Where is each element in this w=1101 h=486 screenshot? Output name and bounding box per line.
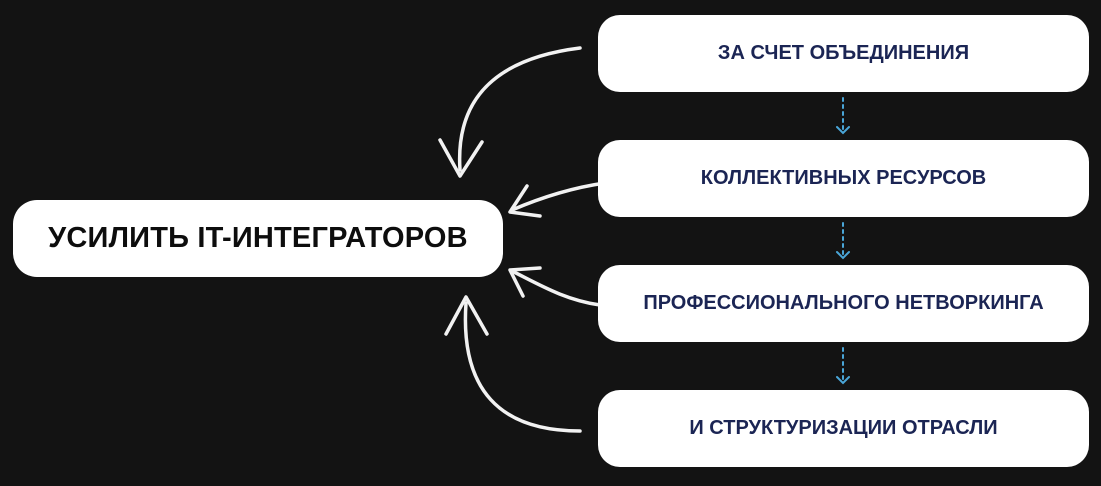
step-label-2: КОЛЛЕКТИВНЫХ РЕСУРСОВ <box>700 167 987 189</box>
flow-arrow-3-4 <box>836 347 850 385</box>
step-label-1: ЗА СЧЕТ ОБЪЕДИНЕНИЯ <box>717 42 970 64</box>
arrow-step3-to-main <box>508 266 602 307</box>
arrow-step2-to-main <box>508 181 607 218</box>
step-box-3: ПРОФЕССИОНАЛЬНОГО НЕТВОРКИНГА <box>598 265 1089 342</box>
main-goal-label: УСИЛИТЬ IT-ИНТЕГРАТОРОВ <box>48 222 468 254</box>
step-label-3: ПРОФЕССИОНАЛЬНОГО НЕТВОРКИНГА <box>643 292 1044 314</box>
step-label-4: И СТРУКТУРИЗАЦИИ ОТРАСЛИ <box>689 417 998 439</box>
arrow-step1-to-main <box>438 46 582 178</box>
arrow-step4-to-main <box>444 295 582 433</box>
main-goal-box: УСИЛИТЬ IT-ИНТЕГРАТОРОВ <box>13 200 503 277</box>
step-box-2: КОЛЛЕКТИВНЫХ РЕСУРСОВ <box>598 140 1089 217</box>
flow-arrow-2-3 <box>836 222 850 260</box>
step-box-1: ЗА СЧЕТ ОБЪЕДИНЕНИЯ <box>598 15 1089 92</box>
step-box-4: И СТРУКТУРИЗАЦИИ ОТРАСЛИ <box>598 390 1089 467</box>
flow-arrow-1-2 <box>836 97 850 135</box>
